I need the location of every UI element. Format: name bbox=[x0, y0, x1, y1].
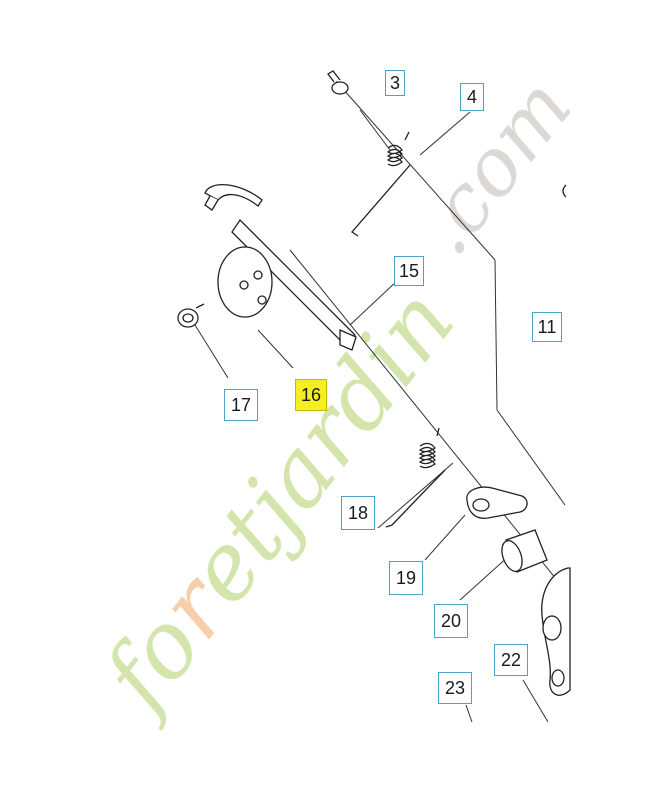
part-19-plate bbox=[466, 486, 528, 519]
part-4-spring bbox=[351, 131, 411, 237]
watermark-logo: foretjardin .com bbox=[79, 61, 589, 733]
part-18-spring bbox=[385, 427, 446, 528]
leader-lines bbox=[194, 79, 566, 723]
part-20-bushing bbox=[501, 529, 548, 573]
svg-text:.com: .com bbox=[397, 61, 590, 271]
callout-part-19[interactable]: 19 bbox=[389, 561, 423, 595]
callout-part-17[interactable]: 17 bbox=[224, 389, 258, 421]
callout-part-23[interactable]: 23 bbox=[438, 672, 472, 704]
part-22-housing bbox=[541, 567, 571, 696]
part-11-fragment bbox=[562, 184, 567, 198]
callout-part-16[interactable]: 16 bbox=[295, 379, 327, 411]
callout-part-22[interactable]: 22 bbox=[494, 644, 528, 676]
callout-part-15[interactable]: 15 bbox=[394, 256, 424, 286]
callout-part-11[interactable]: 11 bbox=[532, 312, 562, 342]
callout-part-4[interactable]: 4 bbox=[460, 83, 484, 111]
callout-part-3[interactable]: 3 bbox=[385, 70, 405, 96]
callout-part-20[interactable]: 20 bbox=[434, 604, 468, 638]
part-16-rod bbox=[204, 183, 357, 351]
part-17-nut bbox=[177, 303, 205, 328]
part-3-bolt bbox=[327, 70, 349, 95]
callout-part-18[interactable]: 18 bbox=[341, 496, 375, 530]
